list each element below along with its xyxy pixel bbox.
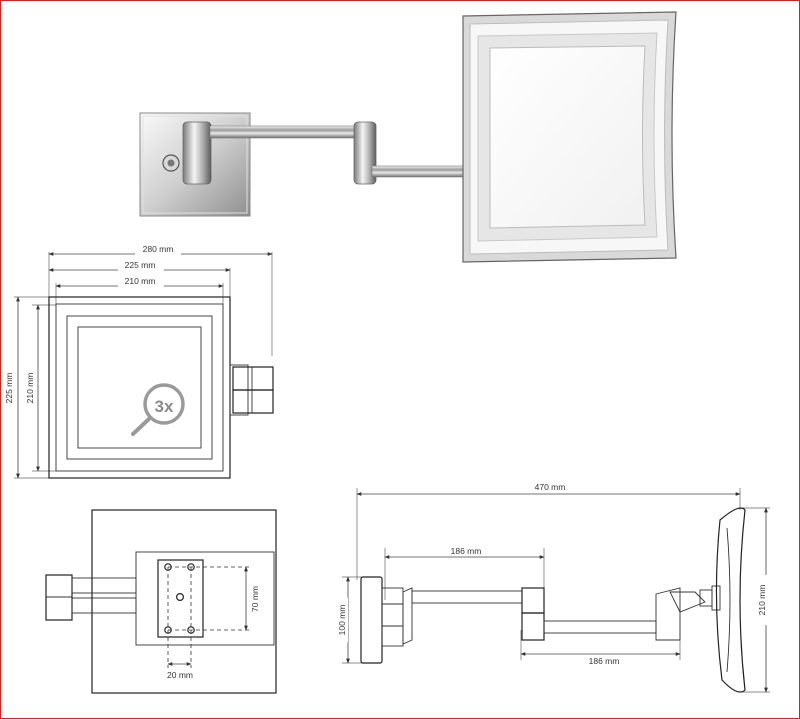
side-mirror [715,507,746,693]
magnifier-3x-icon: 3x [131,383,185,436]
magnification-label: 3x [155,397,174,416]
dim-label-20: 20 mm [167,670,193,680]
dim-label-225h: 225 mm [4,373,14,404]
dim-label-186a: 186 mm [451,546,482,556]
dim-label-225: 225 mm [125,260,156,270]
product-photo [139,11,677,263]
side-wall-plate [360,576,383,664]
wall-plate-outline [91,509,277,694]
dim-label-186b: 186 mm [589,656,620,666]
dim-label-70: 70 mm [250,586,260,612]
dim-label-210-side: 210 mm [757,585,767,616]
dim-label-210h: 210 mm [25,373,35,404]
side-view: 470 mm 186 mm 186 mm 100 mm 210 mm [336,482,770,693]
elbow-joint [353,121,377,185]
dim-label-210: 210 mm [125,276,156,286]
mount-view: 70 mm 20 mm [45,509,277,694]
hinge-cylinder [182,121,212,185]
arm-lower [371,165,465,178]
mirror-glass [489,45,646,229]
dim-label-470: 470 mm [535,482,566,492]
front-view: 280 mm 225 mm 210 mm 225 mm 210 mm 3x [3,244,274,479]
arm-upper [209,125,361,139]
dim-label-280: 280 mm [143,244,174,254]
dim-label-100: 100 mm [337,605,347,636]
